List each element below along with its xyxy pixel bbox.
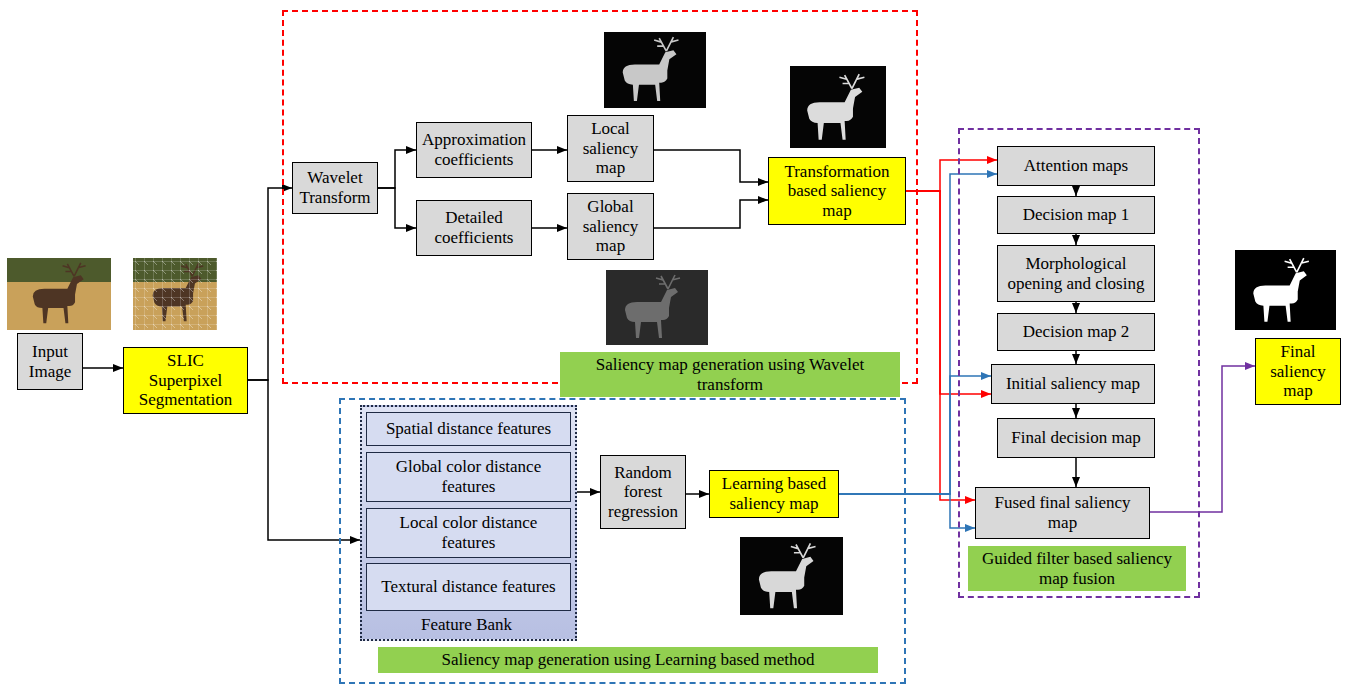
box-label: Global saliency map (573, 197, 648, 256)
box-label: Detailed coefficients (422, 208, 526, 247)
highlight-box: Final saliency map (1255, 338, 1341, 405)
highlight-box: SLIC Superpixel Segmentation (123, 347, 248, 414)
box-label: Attention maps (1024, 156, 1128, 176)
global-saliency-thumb (606, 270, 708, 345)
connector-arrow (378, 188, 416, 228)
superpixel-grid (133, 258, 217, 330)
local-saliency-thumb (604, 32, 706, 108)
process-box: Local saliency map (567, 115, 654, 182)
final-saliency-thumb (1235, 250, 1336, 330)
box-label: Local saliency map (573, 119, 648, 178)
process-box: Global saliency map (567, 193, 654, 260)
connector-arrow (1075, 234, 1077, 245)
box-label: Wavelet Transform (298, 168, 372, 207)
box-label: Final saliency map (1261, 342, 1335, 401)
box-label: Transformation based saliency map (774, 162, 900, 221)
highlight-box: Transformation based saliency map (768, 157, 906, 225)
box-label: Morphological opening and closing (1003, 254, 1149, 293)
thumb-ground (740, 537, 843, 615)
section-banner: Saliency map generation using Learning b… (378, 647, 878, 673)
process-box: Decision map 1 (997, 196, 1155, 234)
connector-arrow (378, 150, 416, 188)
process-box: Fused final saliency map (975, 487, 1150, 539)
process-box: Final decision map (997, 418, 1155, 458)
connector-arrow (577, 491, 600, 493)
connector-arrow (654, 150, 768, 182)
process-box: Morphological opening and closing (997, 245, 1155, 302)
superpixel-photo (133, 258, 217, 330)
photo-trees (7, 258, 111, 282)
process-box: Approximation coefficients (416, 122, 532, 178)
feature-box: Global color distance features (366, 452, 571, 502)
highlight-box: Learning based saliency map (709, 470, 839, 518)
section-banner: Guided filter based saliency map fusion (968, 546, 1186, 591)
box-label: Initial saliency map (1006, 374, 1140, 394)
box-label: SLIC Superpixel Segmentation (129, 351, 242, 410)
panel-caption: Feature Bank (360, 615, 573, 635)
photo-field (7, 258, 111, 330)
feature-box: Local color distance features (366, 508, 571, 558)
connector-arrow (532, 227, 567, 229)
thumb-ground (604, 32, 706, 108)
transformation-saliency-thumb (790, 66, 886, 148)
box-label: Global color distance features (372, 457, 565, 496)
box-label: Local color distance features (372, 513, 565, 552)
box-label: Fused final saliency map (981, 493, 1144, 532)
connector-arrow (1075, 302, 1077, 313)
process-box: Wavelet Transform (292, 162, 378, 214)
box-label: Random forest regression (606, 463, 680, 522)
box-label: Decision map 2 (1023, 322, 1130, 342)
box-label: Learning based saliency map (715, 474, 833, 513)
dashed-region: Guided filter based saliency map fusion A… (958, 128, 1200, 598)
learning-saliency-thumb (740, 537, 843, 615)
feature-bank-panel: Feature Bank Spatial distance featuresGlo… (360, 405, 577, 641)
process-box: Initial saliency map (991, 364, 1155, 404)
thumb-ground (790, 66, 886, 148)
deer-figure (623, 37, 679, 101)
connector-arrow (839, 494, 975, 528)
connector-arrow (906, 191, 991, 394)
box-label: Textural distance features (381, 577, 555, 597)
deer-figure (807, 74, 864, 140)
thumb-ground (1235, 250, 1336, 330)
dashed-region: Saliency map generation using Learning b… (339, 398, 906, 684)
connector-arrow (532, 149, 567, 151)
process-box: Detailed coefficients (416, 200, 532, 256)
connector-arrow (1075, 186, 1077, 196)
dashed-region: Saliency map generation using Wavelet tr… (282, 10, 918, 384)
section-banner: Saliency map generation using Wavelet tr… (560, 352, 900, 397)
connector-arrow (686, 493, 709, 495)
deer-figure (759, 543, 816, 608)
connector-arrow (248, 380, 360, 540)
thumb-ground (606, 270, 708, 345)
box-label: Spatial distance features (386, 419, 551, 439)
box-label: Input Image (23, 342, 77, 381)
box-label: Decision map 1 (1023, 205, 1130, 225)
connector-arrow (1075, 458, 1077, 487)
feature-box: Spatial distance features (366, 412, 571, 446)
process-box: Random forest regression (600, 455, 686, 529)
feature-box: Textural distance features (366, 563, 571, 611)
process-box: Attention maps (997, 146, 1155, 186)
connector-arrow (1075, 351, 1077, 364)
connector-arrow (1150, 366, 1255, 512)
connector-arrow (1075, 404, 1077, 418)
process-box: Input Image (17, 333, 83, 390)
connector-arrow (248, 188, 292, 380)
connector-arrow (654, 200, 768, 228)
box-label: Final decision map (1011, 428, 1140, 448)
input-photo (7, 258, 111, 330)
deer-figure (33, 263, 86, 323)
connector-arrow (906, 160, 997, 191)
connector-arrow (83, 367, 123, 369)
deer-figure (1253, 258, 1309, 322)
box-label: Approximation coefficients (422, 130, 526, 169)
process-box: Decision map 2 (997, 313, 1155, 351)
photo-field (133, 258, 217, 330)
deer-figure (625, 275, 680, 338)
